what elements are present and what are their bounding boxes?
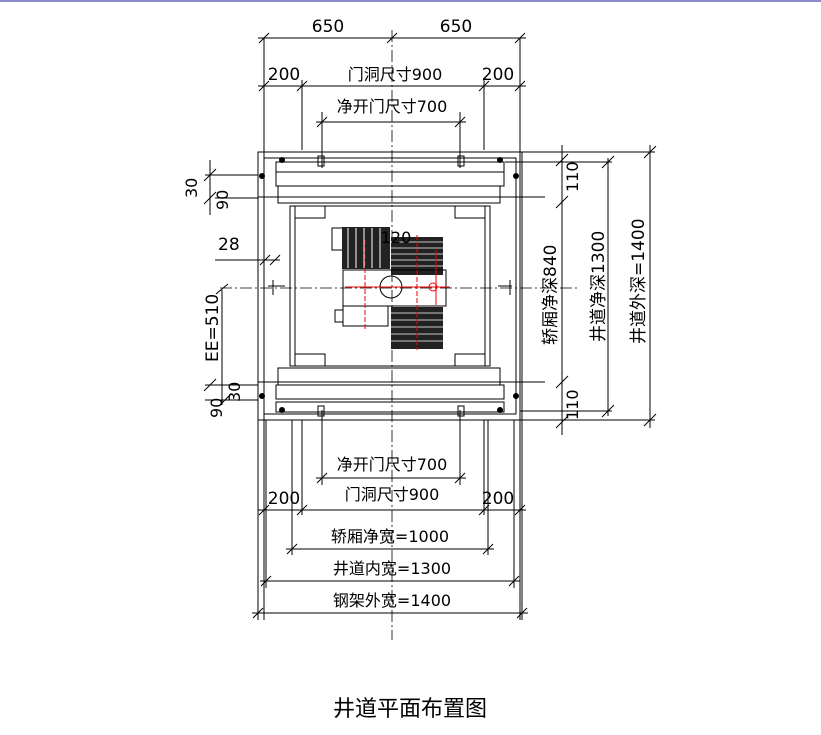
dimension-label-top-side-right: 200: [482, 65, 514, 85]
dimension-label-right-d110-top: 110: [563, 161, 582, 192]
dimension-label-top-w-left: 650: [312, 17, 344, 37]
top-dimensions: 650 650 200 200 门洞尺寸900 净开门尺寸700: [258, 17, 526, 128]
dimension-label-bottom-side-left: 200: [268, 489, 300, 509]
dimension-label-left-ee: EE=510: [203, 294, 223, 362]
dimension-label-top-clear-opening: 净开门尺寸700: [337, 97, 448, 116]
dimension-label-car-d120: 120: [381, 228, 412, 247]
dimension-label-right-d110-bottom: 110: [563, 389, 582, 420]
bottom-dimensions: 净开门尺寸700 门洞尺寸900 200 200 轿厢净宽=1000 井道内宽=…: [252, 455, 528, 619]
dimension-label-left-d28: 28: [218, 235, 240, 255]
dimension-label-right-shaft-clear-depth: 井道净深1300: [589, 231, 609, 342]
dimension-label-left-d90-bottom: 90: [207, 398, 226, 418]
left-dimensions: 30 90 28 EE=510 90 30: [182, 160, 281, 418]
dimension-label-top-w-right: 650: [440, 17, 472, 37]
dimension-label-right-car-depth: 轿厢净深840: [541, 245, 561, 345]
dimension-label-bottom-side-right: 200: [482, 489, 514, 509]
dimension-label-bottom-shaft-inner-width: 井道内宽=1300: [333, 559, 451, 578]
dimension-label-bottom-clear-opening: 净开门尺寸700: [337, 455, 448, 474]
dimension-label-right-shaft-outer-depth: 井道外深=1400: [629, 218, 649, 344]
drawing-title: 井道平面布置图: [333, 697, 487, 722]
shaft-frame: [257, 151, 545, 421]
extension-lines: [257, 38, 523, 620]
traction-machine: 120: [331, 227, 450, 350]
right-dimensions: 110 轿厢净深840 110 井道净深1300 井道外深=1400: [505, 145, 657, 435]
dimension-label-top-side-left: 200: [268, 65, 300, 85]
dimension-label-left-d30-bottom: 30: [225, 382, 244, 402]
dimension-label-left-d30-top: 30: [182, 178, 201, 198]
dimension-label-bottom-car-width: 轿厢净宽=1000: [331, 527, 449, 546]
dimension-label-left-d90-top: 90: [213, 190, 232, 210]
dimension-label-bottom-door-opening: 门洞尺寸900: [345, 485, 440, 504]
dimension-label-top-door-opening: 门洞尺寸900: [348, 65, 443, 84]
dimension-label-bottom-frame-outer-width: 钢架外宽=1400: [333, 591, 451, 610]
